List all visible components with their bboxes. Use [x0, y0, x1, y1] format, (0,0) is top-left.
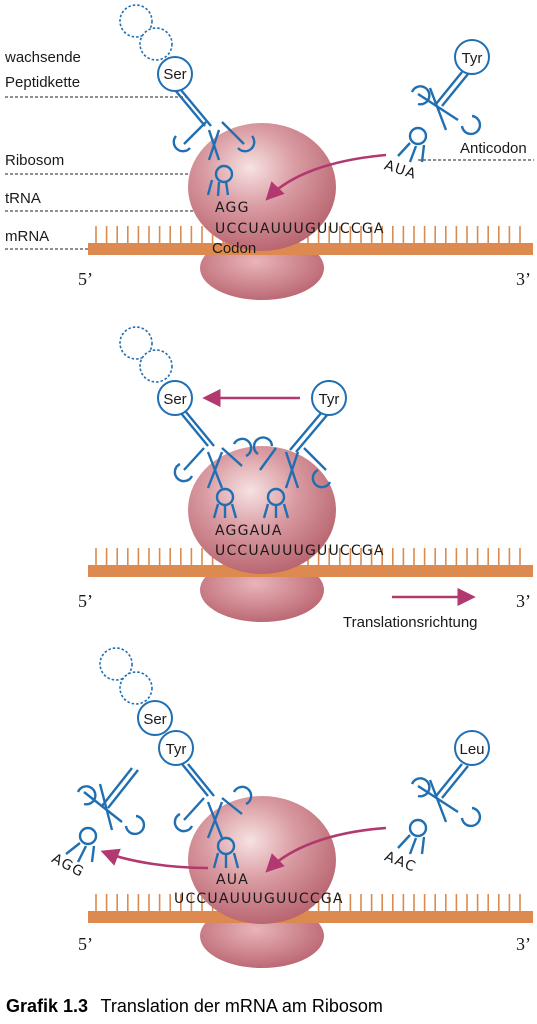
arrow-incoming-trna [265, 153, 387, 201]
trna-ser [173, 411, 253, 519]
five-prime-label: 5’ [78, 269, 93, 289]
figure-caption: Grafik 1.3 Translation der mRNA am Ribos… [6, 996, 383, 1016]
mrna-sequence: UCCUAUUUGUUCCGA [174, 891, 344, 907]
mrna-sequence: UCCUAUUUGUUCCGA [215, 221, 385, 237]
peptide-residue [119, 671, 153, 705]
label-mrna: mRNA [5, 228, 49, 245]
trna-tyr [252, 411, 332, 519]
ribosome-large-subunit [188, 123, 336, 251]
arrow-incoming-trna [265, 826, 387, 873]
three-prime-label: 3’ [516, 269, 531, 289]
caption-label: Grafik 1.3 [6, 996, 88, 1016]
mrna-strand [88, 565, 533, 577]
trna-tyr-incoming [397, 71, 482, 163]
label-codon: Codon [212, 240, 256, 257]
peptide-residue [139, 349, 173, 383]
amino-acid-tyr [311, 380, 347, 416]
amino-label-ser: Ser [163, 66, 186, 83]
amino-acid-leu [454, 730, 490, 766]
peptide-residue [119, 4, 153, 38]
mrna-sequence: UCCUAUUUGUUCCGA [215, 543, 385, 559]
label-anticodon: Anticodon [460, 140, 527, 157]
label-trna: tRNA [5, 190, 41, 207]
arrow-leaving-trna [100, 848, 209, 870]
trna-cloverleaf-left [172, 121, 256, 197]
caption-text: Translation der mRNA am Ribosom [101, 996, 383, 1016]
ribosome-large-subunit [188, 446, 336, 574]
label-ribosome: Ribosom [5, 152, 64, 169]
peptide-residue [119, 326, 153, 360]
ribosome-large-subunit [188, 796, 336, 924]
mrna-strand [88, 911, 533, 923]
amino-acid-ser [157, 380, 193, 416]
anticodons-agg-aua: AGGAUA [215, 523, 283, 539]
five-prime-label: 5’ [78, 591, 93, 611]
amino-label-tyr: Tyr [166, 741, 187, 758]
panel-1: wachsende Peptidkette Ribosom tRNA mRNA … [4, 4, 534, 300]
peptide-residue [99, 647, 133, 681]
label-growing-chain-2: Peptidkette [5, 74, 80, 91]
anticodon-agg: AGG [215, 200, 250, 216]
trna-tyr [173, 763, 253, 869]
amino-label-tyr: Tyr [462, 50, 483, 67]
amino-label-ser: Ser [143, 711, 166, 728]
amino-acid-ser [137, 700, 173, 736]
trna-ser [157, 56, 212, 127]
amino-acid-tyr [158, 730, 194, 766]
amino-label-ser: Ser [163, 391, 186, 408]
five-prime-label: 5’ [78, 934, 93, 954]
amino-acid-ser [157, 56, 193, 92]
anticodon-aua-bound: AUA [216, 872, 249, 888]
peptide-residue [139, 27, 173, 61]
label-translation-direction: Translationsrichtung [343, 614, 478, 631]
mrna-strand [88, 243, 533, 255]
three-prime-label: 3’ [516, 934, 531, 954]
trna-empty-leaving [65, 767, 146, 863]
amino-label-leu: Leu [459, 741, 484, 758]
anticodon-aac-incoming: AAC [382, 849, 418, 876]
amino-acid-tyr [454, 39, 490, 75]
panel-3: Ser Tyr AUA UCCUAUUUGUUCCGA AGG [49, 647, 533, 968]
panel-2: Ser Tyr AGGAUA UCCUAUUUGUUCCGA 5’ 3’ Tra… [78, 326, 533, 631]
amino-label-tyr: Tyr [319, 391, 340, 408]
trna-leu-incoming [397, 763, 482, 855]
three-prime-label: 3’ [516, 591, 531, 611]
label-growing-chain-1: wachsende [4, 49, 81, 66]
anticodon-aua-incoming: AUA [382, 157, 418, 182]
